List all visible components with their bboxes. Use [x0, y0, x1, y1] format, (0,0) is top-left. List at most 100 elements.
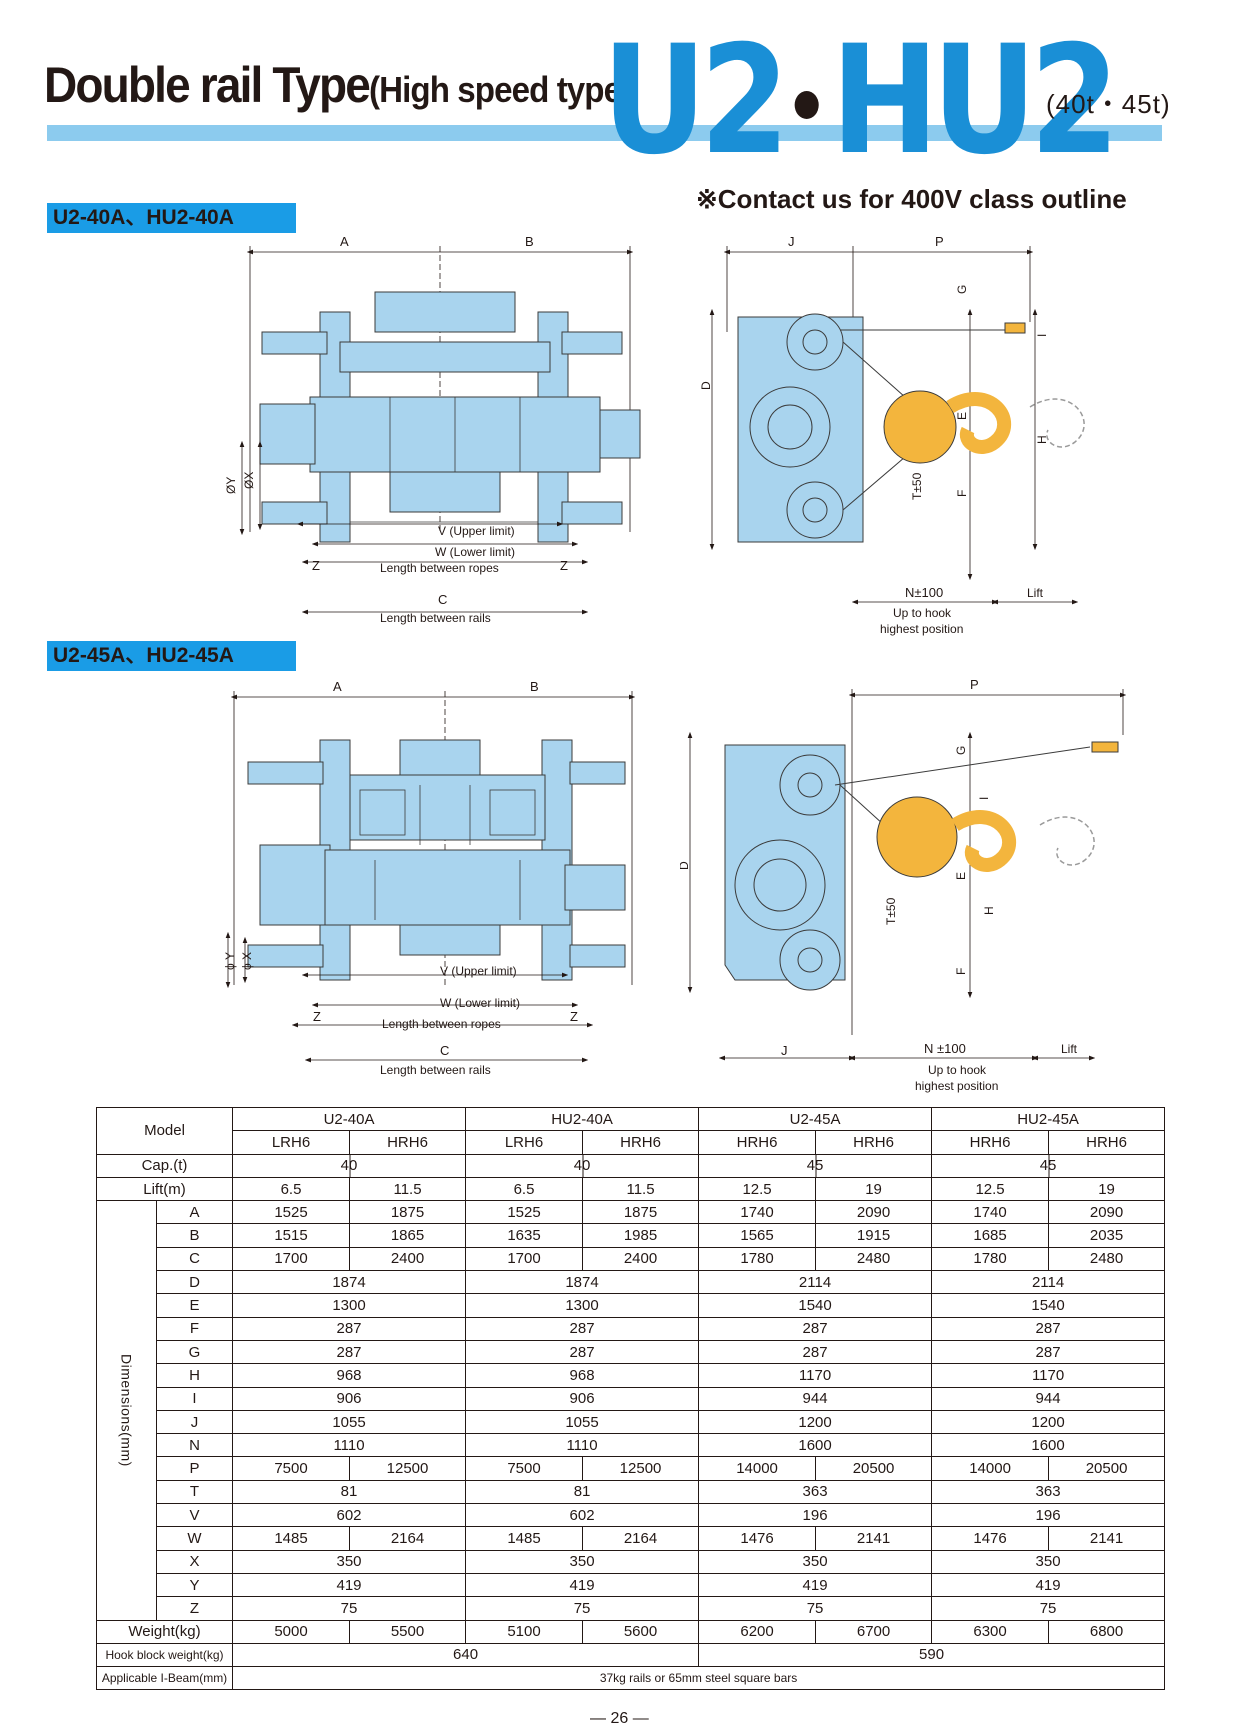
model-name-1: HU2-40A	[465, 1106, 700, 1132]
dim-value: 1200	[931, 1409, 1166, 1435]
dim-value: 906	[232, 1386, 467, 1411]
lift-label: Lift(m)	[95, 1176, 234, 1202]
weight-value: 5600	[582, 1619, 700, 1644]
dim-label-b: B	[530, 679, 539, 694]
dim-label-d: D	[700, 381, 713, 390]
dim-value: 1170	[931, 1363, 1166, 1388]
dim-value: 196	[698, 1503, 933, 1528]
dim-value: 906	[465, 1386, 700, 1411]
dim-label-n: N±100	[905, 585, 943, 600]
dim-value: 2400	[582, 1246, 700, 1272]
dim-key: Z	[155, 1596, 234, 1621]
dim-value: 944	[931, 1386, 1166, 1411]
hook-lift-outline	[1039, 816, 1095, 866]
dim-value: 1635	[465, 1223, 584, 1248]
dim-value: 2480	[1048, 1246, 1166, 1272]
dim-value: 287	[465, 1339, 700, 1365]
dim-label-a: A	[333, 679, 342, 694]
dim-value: 944	[698, 1386, 933, 1411]
dim-label-y: ØY	[224, 477, 238, 494]
dim-value: 1485	[465, 1526, 584, 1551]
dim-value: 2164	[582, 1526, 700, 1551]
dim-value: 2164	[349, 1526, 467, 1551]
dim-value: 2114	[698, 1270, 933, 1295]
dim-key: C	[155, 1246, 234, 1272]
section-tag-45: U2-45A、HU2-45A	[47, 641, 296, 671]
dim-value: 20500	[815, 1456, 933, 1481]
pendant-switch	[1091, 741, 1119, 753]
dim-label-x: ϕ X	[240, 952, 254, 970]
dim-key: X	[155, 1549, 234, 1574]
hook-weight-value: 590	[698, 1642, 1166, 1668]
beam-label: Applicable I-Beam(mm)	[95, 1666, 234, 1691]
dim-key: Y	[155, 1572, 234, 1598]
dim-value: 1200	[698, 1409, 933, 1435]
dim-label-h: H	[982, 906, 996, 915]
dim-value: 1600	[931, 1433, 1166, 1458]
dim-label-w: W (Lower limit)	[440, 996, 520, 1010]
dim-value: 350	[465, 1549, 700, 1574]
dim-label-y: ϕ Y	[223, 952, 237, 970]
dim-value: 1055	[465, 1409, 700, 1435]
dim-value: 1515	[232, 1223, 351, 1248]
dim-label-w: W (Lower limit)	[435, 545, 515, 559]
rails-label: Length between rails	[380, 1063, 491, 1077]
dim-value: 350	[931, 1549, 1166, 1574]
cap-value: 40	[232, 1153, 467, 1178]
dim-label-z-right: Z	[570, 1009, 578, 1024]
dim-value: 2035	[1048, 1223, 1166, 1248]
weight-label: Weight(kg)	[95, 1619, 234, 1644]
dim-value: 1780	[698, 1246, 817, 1272]
variant-6: HRH6	[931, 1130, 1050, 1155]
lift-value: 19	[815, 1176, 933, 1202]
lift-label: Lift	[1027, 586, 1044, 600]
dim-label-v: V (Upper limit)	[440, 964, 517, 978]
hook-weight-label: Hook block weight(kg)	[95, 1642, 234, 1668]
dim-key: H	[155, 1363, 234, 1388]
dim-value: 1540	[698, 1293, 933, 1318]
weight-value: 5100	[465, 1619, 584, 1644]
dim-value: 12500	[349, 1456, 467, 1481]
dim-value: 14000	[698, 1456, 817, 1481]
dim-value: 81	[232, 1479, 467, 1505]
dim-value: 1476	[931, 1526, 1050, 1551]
dim-value: 2141	[815, 1526, 933, 1551]
dim-label-i: I	[1035, 334, 1049, 337]
dim-value: 1700	[465, 1246, 584, 1272]
cap-value: 45	[931, 1153, 1166, 1178]
dim-key: A	[155, 1200, 234, 1225]
dim-label-n: N ±100	[924, 1041, 966, 1056]
dim-label-c: C	[440, 1043, 449, 1058]
dim-label-f: F	[954, 968, 968, 975]
dim-value: 75	[931, 1596, 1166, 1621]
dim-key: F	[155, 1316, 234, 1341]
dim-value: 1915	[815, 1223, 933, 1248]
hook-position-label-1: Up to hook	[893, 606, 952, 620]
model-name-3: HU2-45A	[931, 1106, 1166, 1132]
contact-note: ※Contact us for 400V class outline	[696, 184, 1127, 214]
dim-value: 350	[232, 1549, 467, 1574]
cap-value: 40	[465, 1153, 700, 1178]
dim-value: 287	[931, 1339, 1166, 1365]
dim-label-g: G	[955, 285, 969, 294]
dim-value: 602	[232, 1503, 467, 1528]
model-name-0: U2-40A	[232, 1106, 467, 1132]
dim-key: D	[155, 1270, 234, 1295]
cap-label: Cap.(t)	[95, 1153, 234, 1178]
variant-3: HRH6	[582, 1130, 700, 1155]
dim-label-i: I	[977, 797, 991, 800]
dimensions-label: Dimensions(mm)	[96, 1200, 157, 1621]
dim-label-j: J	[781, 1043, 788, 1058]
